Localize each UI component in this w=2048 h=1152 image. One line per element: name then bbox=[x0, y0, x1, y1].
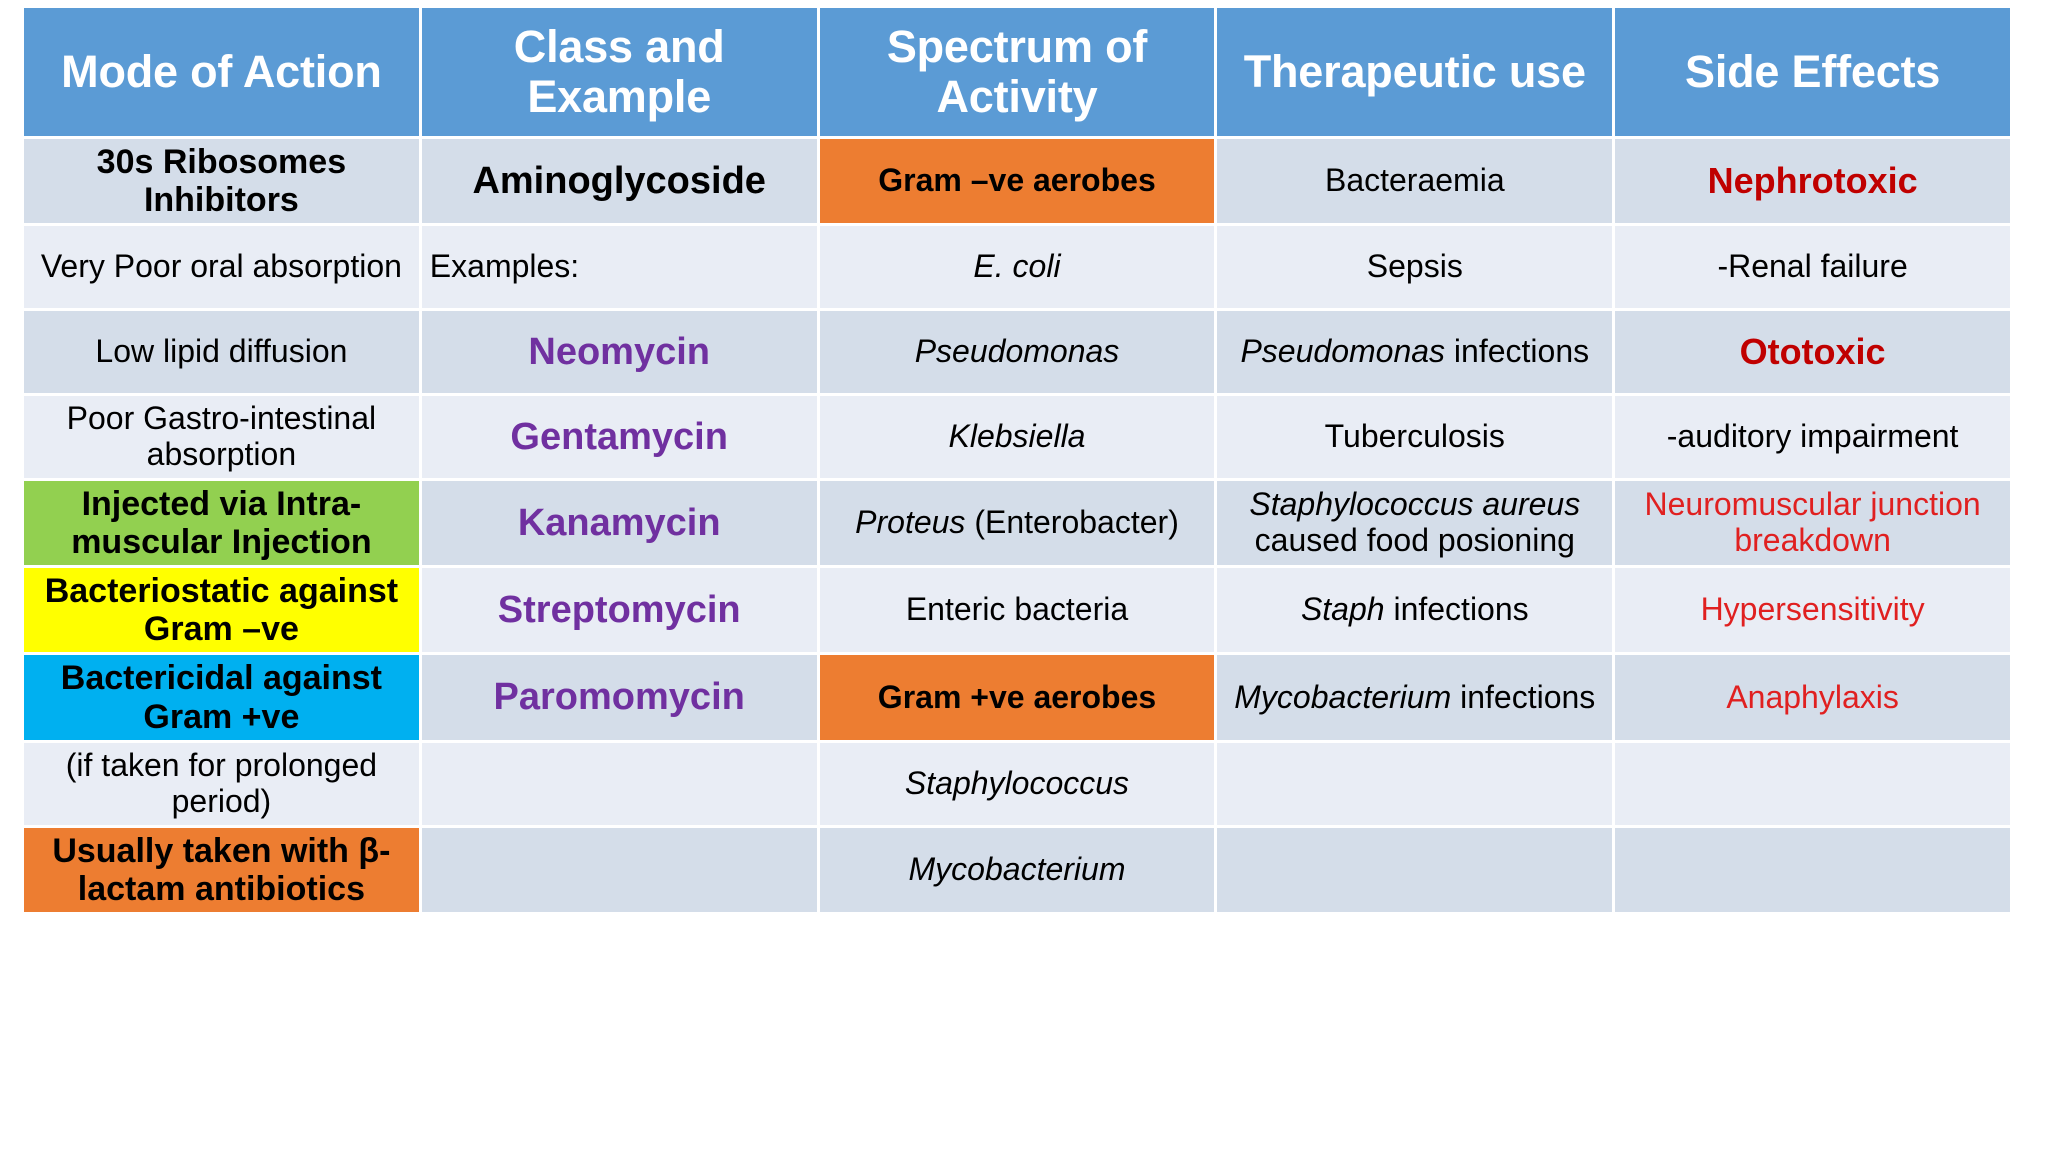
cell-spectrum: Enteric bacteria bbox=[819, 568, 1215, 653]
cell-therapeutic-use: Staph infections bbox=[1217, 568, 1613, 653]
cell-drug-name: Streptomycin bbox=[421, 568, 817, 653]
cell-side-effect: Nephrotoxic bbox=[1615, 139, 2010, 224]
organism-name: Staphylococcus aureus bbox=[1249, 486, 1581, 523]
cell-class-example bbox=[421, 742, 817, 825]
therapeutic-suffix: infections bbox=[1460, 678, 1596, 715]
organism-name: Pseudomonas bbox=[1240, 333, 1446, 370]
cell-mode-of-action: 30s Ribosomes Inhibitors bbox=[24, 139, 419, 224]
cell-therapeutic-use bbox=[1217, 742, 1613, 825]
cell-drug-name: Kanamycin bbox=[421, 481, 817, 566]
table-row: 30s Ribosomes Inhibitors Aminoglycoside … bbox=[24, 139, 2010, 224]
spectrum-suffix: (Enterobacter) bbox=[974, 504, 1179, 541]
header-row: Mode of Action Class and Example Spectru… bbox=[24, 8, 2010, 136]
antibiotics-table-container: Mode of Action Class and Example Spectru… bbox=[21, 5, 2013, 1147]
cell-side-effect: Ototoxic bbox=[1615, 311, 2010, 394]
table-body: 30s Ribosomes Inhibitors Aminoglycoside … bbox=[24, 139, 2010, 912]
cell-therapeutic-use: Sepsis bbox=[1217, 226, 1613, 309]
cell-spectrum: E. coli bbox=[819, 226, 1215, 309]
cell-class-example bbox=[421, 827, 817, 912]
cell-mode-of-action: (if taken for prolonged period) bbox=[24, 742, 419, 825]
table-row: Bactericidal against Gram +ve Paromomyci… bbox=[24, 655, 2010, 740]
table-row: Poor Gastro-intestinal absorption Gentam… bbox=[24, 396, 2010, 479]
cell-therapeutic-use: Staphylococcus aureus caused food posion… bbox=[1217, 481, 1613, 566]
cell-side-effect: -Renal failure bbox=[1615, 226, 2010, 309]
cell-drug-name: Neomycin bbox=[421, 311, 817, 394]
cell-therapeutic-use: Pseudomonas infections bbox=[1217, 311, 1613, 394]
table-header: Mode of Action Class and Example Spectru… bbox=[24, 8, 2010, 136]
table-row: Bacteriostatic against Gram –ve Streptom… bbox=[24, 568, 2010, 653]
cell-side-effect: -auditory impairment bbox=[1615, 396, 2010, 479]
column-header-spectrum-of-activity: Spectrum of Activity bbox=[819, 8, 1215, 136]
cell-spectrum: Mycobacterium bbox=[819, 827, 1215, 912]
cell-mode-of-action: Very Poor oral absorption bbox=[24, 226, 419, 309]
therapeutic-suffix: infections bbox=[1393, 591, 1529, 628]
cell-drug-name: Gentamycin bbox=[421, 396, 817, 479]
cell-mode-of-action: Poor Gastro-intestinal absorption bbox=[24, 396, 419, 479]
column-header-side-effects: Side Effects bbox=[1615, 8, 2010, 136]
column-header-class-and-example: Class and Example bbox=[421, 8, 817, 136]
cell-therapeutic-use: Tuberculosis bbox=[1217, 396, 1613, 479]
cell-therapeutic-use: Bacteraemia bbox=[1217, 139, 1613, 224]
cell-spectrum-highlight: Gram –ve aerobes bbox=[819, 139, 1215, 224]
cell-spectrum: Pseudomonas bbox=[819, 311, 1215, 394]
therapeutic-suffix: infections bbox=[1453, 333, 1590, 370]
cell-drug-name: Paromomycin bbox=[421, 655, 817, 740]
cell-spectrum: Proteus (Enterobacter) bbox=[819, 481, 1215, 566]
cell-therapeutic-use bbox=[1217, 827, 1613, 912]
aminoglycoside-summary-table: Mode of Action Class and Example Spectru… bbox=[21, 5, 2013, 915]
cell-mode-of-action-highlight: Injected via Intra-muscular Injection bbox=[24, 481, 419, 566]
cell-side-effect bbox=[1615, 827, 2010, 912]
cell-side-effect: Neuromuscular junction breakdown bbox=[1615, 481, 2010, 566]
organism-name: Staph bbox=[1300, 591, 1385, 628]
cell-therapeutic-use: Mycobacterium infections bbox=[1217, 655, 1613, 740]
table-row: Injected via Intra-muscular Injection Ka… bbox=[24, 481, 2010, 566]
cell-class-example: Aminoglycoside bbox=[421, 139, 817, 224]
cell-spectrum: Klebsiella bbox=[819, 396, 1215, 479]
cell-mode-of-action-highlight: Bactericidal against Gram +ve bbox=[24, 655, 419, 740]
cell-mode-of-action-highlight: Usually taken with β-lactam antibiotics bbox=[24, 827, 419, 912]
cell-mode-of-action: Low lipid diffusion bbox=[24, 311, 419, 394]
column-header-mode-of-action: Mode of Action bbox=[24, 8, 419, 136]
cell-side-effect: Hypersensitivity bbox=[1615, 568, 2010, 653]
table-row: Very Poor oral absorption Examples: E. c… bbox=[24, 226, 2010, 309]
therapeutic-suffix: caused food posioning bbox=[1254, 522, 1575, 559]
organism-name: Mycobacterium bbox=[1234, 678, 1452, 715]
organism-name: Proteus bbox=[855, 504, 966, 541]
table-row: (if taken for prolonged period) Staphylo… bbox=[24, 742, 2010, 825]
table-row: Low lipid diffusion Neomycin Pseudomonas… bbox=[24, 311, 2010, 394]
cell-mode-of-action-highlight: Bacteriostatic against Gram –ve bbox=[24, 568, 419, 653]
cell-class-example: Examples: bbox=[421, 226, 817, 309]
cell-side-effect: Anaphylaxis bbox=[1615, 655, 2010, 740]
cell-spectrum-highlight: Gram +ve aerobes bbox=[819, 655, 1215, 740]
cell-spectrum: Staphylococcus bbox=[819, 742, 1215, 825]
table-row: Usually taken with β-lactam antibiotics … bbox=[24, 827, 2010, 912]
column-header-therapeutic-use: Therapeutic use bbox=[1217, 8, 1613, 136]
cell-side-effect bbox=[1615, 742, 2010, 825]
